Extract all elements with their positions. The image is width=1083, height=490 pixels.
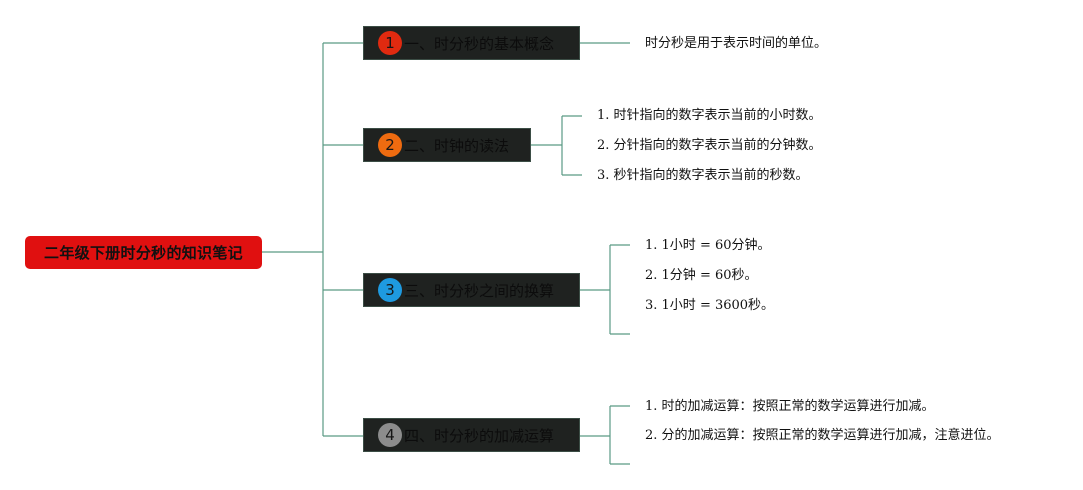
leaf-2-2: 2. 分针指向的数字表示当前的分钟数。 xyxy=(597,138,822,153)
branch-node-2[interactable]: 2 二、时钟的读法 xyxy=(363,128,531,162)
branch-4-label: 四、时分秒的加减运算 xyxy=(404,426,555,445)
number-badge-icon: 1 xyxy=(378,31,402,55)
leaf-4-2: 2. 分的加减运算：按照正常的数学运算进行加减，注意进位。 xyxy=(645,428,1000,443)
branch-3-label: 三、时分秒之间的换算 xyxy=(404,281,555,300)
leaf-3-3: 3. 1小时 = 3600秒。 xyxy=(645,298,775,313)
leaf-4-1: 1. 时的加减运算：按照正常的数学运算进行加减。 xyxy=(645,399,935,414)
number-badge-icon: 4 xyxy=(378,423,402,447)
leaf-2-1: 1. 时针指向的数字表示当前的小时数。 xyxy=(597,108,822,123)
leaf-1-1: 时分秒是用于表示时间的单位。 xyxy=(645,36,828,51)
branch-1-label: 一、时分秒的基本概念 xyxy=(404,34,555,53)
root-node[interactable]: 二年级下册时分秒的知识笔记 xyxy=(25,236,262,269)
root-label: 二年级下册时分秒的知识笔记 xyxy=(44,244,243,262)
number-badge-icon: 2 xyxy=(378,133,402,157)
number-badge-icon: 3 xyxy=(378,278,402,302)
leaf-2-3: 3. 秒针指向的数字表示当前的秒数。 xyxy=(597,168,809,183)
branch-node-1[interactable]: 1 一、时分秒的基本概念 xyxy=(363,26,580,60)
branch-node-3[interactable]: 3 三、时分秒之间的换算 xyxy=(363,273,580,307)
branch-2-label: 二、时钟的读法 xyxy=(404,136,510,155)
branch-node-4[interactable]: 4 四、时分秒的加减运算 xyxy=(363,418,580,452)
leaf-3-1: 1. 1小时 = 60分钟。 xyxy=(645,238,771,253)
leaf-3-2: 2. 1分钟 = 60秒。 xyxy=(645,268,758,283)
